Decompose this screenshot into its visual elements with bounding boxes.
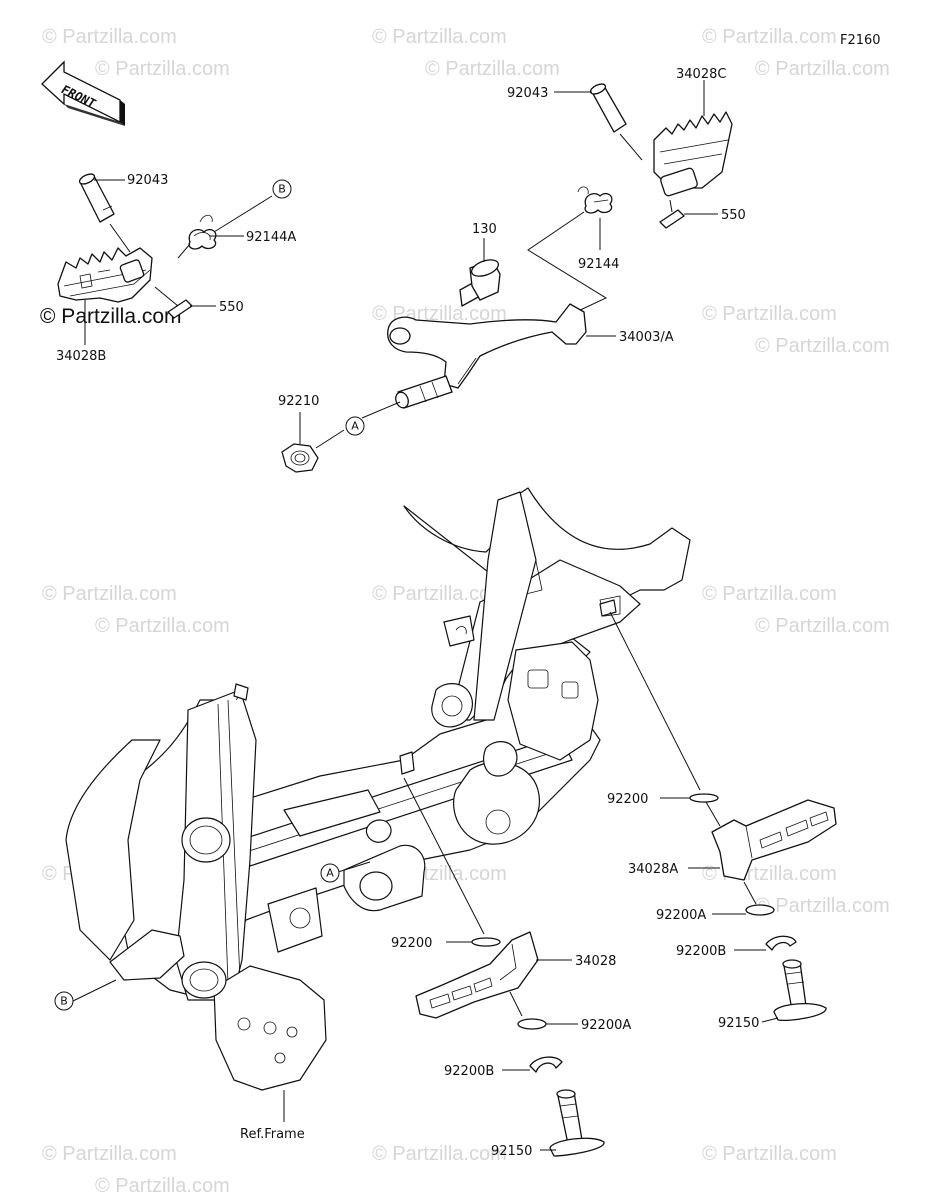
footpeg-34028c: [653, 111, 733, 197]
pin-92150-left: [549, 1089, 605, 1157]
watermark: © Partzilla.com: [42, 1143, 177, 1165]
brake-pedal-34003a: [387, 303, 587, 409]
label-130: 130: [472, 222, 497, 237]
washer-92200a-left: [517, 1018, 547, 1030]
watermark: © Partzilla.com: [95, 615, 230, 637]
footpeg-34028b: [57, 247, 153, 303]
label-92150-right: 92150: [718, 1016, 759, 1031]
watermark: © Partzilla.com: [42, 583, 177, 605]
watermark: © Partzilla.com: [42, 26, 177, 48]
watermark: © Partzilla.com: [755, 895, 890, 917]
label-92144a: 92144A: [246, 230, 296, 245]
pin-92043-right: [589, 83, 627, 133]
clip-92200b-left: [529, 1056, 563, 1073]
ref-marker-a-frame-label: A: [326, 867, 334, 880]
watermark: © Partzilla.com: [95, 1175, 230, 1197]
clip-92200b-right: [765, 935, 797, 951]
left-footpeg-assembly: 92043 34028B 92144A B 55: [56, 173, 296, 364]
rider-footrest-right: 92200 34028A 92200A 92200B 921: [607, 611, 837, 1031]
label-92200b-left: 92200B: [444, 1064, 494, 1079]
copyright-text: © Partzilla.com: [40, 305, 182, 328]
watermark: © Partzilla.com: [372, 583, 507, 605]
label-92200-right: 92200: [607, 792, 648, 807]
washer-92200a-right: [745, 904, 775, 916]
washer-92200-left: [471, 937, 501, 947]
label-34028a: 34028A: [628, 862, 678, 877]
ref-marker-a-frame: [320, 863, 340, 883]
label-34028c: 34028C: [676, 67, 726, 82]
pedal-group: 92144 130 34003/A 92210: [278, 186, 674, 473]
ref-marker-b-frame-label: B: [60, 995, 68, 1008]
watermark: © Partzilla.com: [755, 335, 890, 357]
watermark: © Partzilla.com: [372, 1143, 507, 1165]
watermark: © Partzilla.com: [425, 58, 560, 80]
frame-drawing: [65, 487, 691, 1091]
pin-92043-left: [78, 173, 115, 223]
watermark: © Partzilla.com: [95, 58, 230, 80]
diagram-code: F2160: [840, 33, 881, 48]
spring-92144: [577, 186, 613, 214]
watermark: © Partzilla.com: [702, 26, 837, 48]
label-550-right: 550: [721, 208, 746, 223]
watermark: © Partzilla.com: [755, 58, 890, 80]
ref-marker-b: [272, 179, 292, 199]
label-550-left: 550: [219, 300, 244, 315]
label-92043-right: 92043: [507, 86, 548, 101]
label-34028b: 34028B: [56, 349, 106, 364]
ref-marker-b-label: B: [278, 183, 286, 196]
label-92210: 92210: [278, 394, 319, 409]
watermark: © Partzilla.com: [702, 303, 837, 325]
ref-marker-a-top: [345, 416, 365, 436]
label-34003a: 34003/A: [619, 330, 674, 345]
label-34028: 34028: [575, 954, 616, 969]
ref-marker-a-top-label: A: [351, 420, 359, 433]
ref-frame-label: Ref.Frame: [240, 1127, 305, 1142]
bolt-130: [459, 259, 501, 307]
label-92200a-right: 92200A: [656, 908, 706, 923]
washer-92200-right: [689, 793, 719, 803]
label-92200a-left: 92200A: [581, 1018, 631, 1033]
rider-footrest-left: 92200 34028 92200A 92200B 92150: [391, 777, 631, 1159]
watermark: © Partzilla.com: [702, 583, 837, 605]
watermark: © Partzilla.com: [372, 26, 507, 48]
cotter-pin-550-right: [659, 209, 685, 229]
label-92200b-right: 92200B: [676, 944, 726, 959]
watermark: © Partzilla.com: [702, 1143, 837, 1165]
frame-references: A B Ref.Frame: [54, 861, 371, 1142]
watermark: © Partzilla.com: [755, 615, 890, 637]
pin-92150-right: [773, 959, 827, 1022]
right-footpeg-assembly: 92043 34028C 550: [507, 67, 746, 229]
footrest-34028a: [711, 799, 837, 881]
spring-92144a: [177, 214, 217, 259]
label-92144: 92144: [578, 257, 619, 272]
ref-marker-b-frame: [54, 991, 74, 1011]
label-92200-left: 92200: [391, 936, 432, 951]
label-92043-left: 92043: [127, 173, 168, 188]
footrest-34028: [415, 931, 539, 1019]
nut-92210: [281, 443, 319, 473]
label-92150-left: 92150: [491, 1144, 532, 1159]
